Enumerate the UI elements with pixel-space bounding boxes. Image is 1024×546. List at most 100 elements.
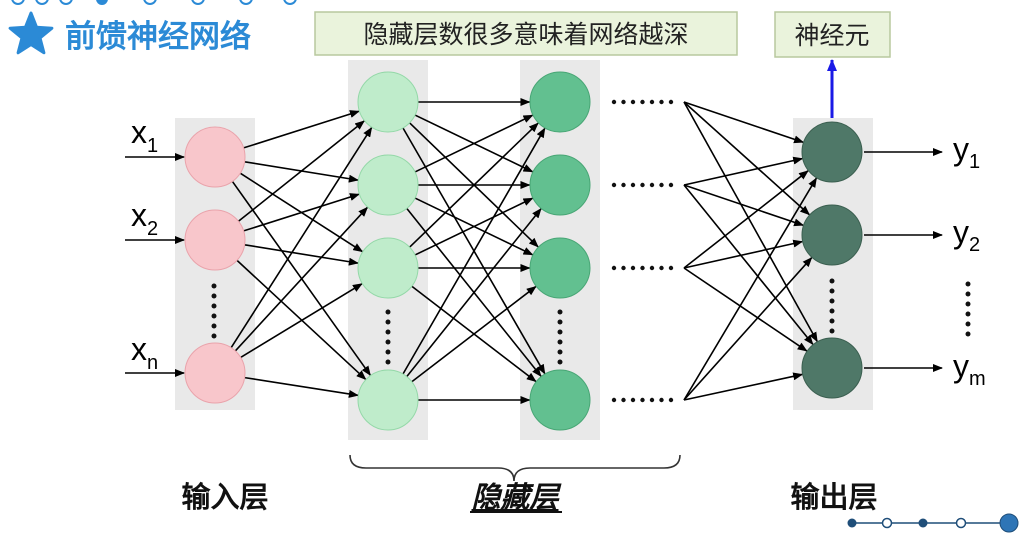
more-layers-ellipsis <box>611 99 674 403</box>
top-decoration-dot <box>191 0 205 5</box>
hidden-neuron <box>529 71 591 133</box>
ellipsis-dot <box>649 99 655 105</box>
ellipsis-dot <box>640 99 645 105</box>
connection-arrow <box>683 184 814 346</box>
ellipsis-dot <box>668 99 674 105</box>
connection-arrow <box>243 193 360 232</box>
footer-dot <box>955 517 967 529</box>
connection-arrow <box>406 208 542 378</box>
top-decoration-dot <box>35 0 49 5</box>
ellipsis-dot <box>659 99 664 105</box>
connection-arrow <box>230 126 373 349</box>
connection-arrow <box>243 110 360 149</box>
footer-logo-icon <box>999 513 1019 533</box>
top-decoration-dot <box>239 0 253 5</box>
vertical-ellipsis <box>829 278 835 334</box>
hidden-layer-2 <box>529 71 591 431</box>
connection-arrow <box>402 127 546 375</box>
top-decoration-dot <box>143 0 157 5</box>
input-layer <box>184 126 246 404</box>
ellipsis-dot <box>630 397 636 403</box>
ellipsis-dot <box>611 397 617 403</box>
hidden-neuron <box>529 237 591 299</box>
ellipsis-dot <box>649 265 655 271</box>
slide-footer-decoration <box>847 513 1019 533</box>
star-icon <box>8 11 54 55</box>
connection-arrow <box>683 184 805 227</box>
connection-arrow <box>240 283 363 359</box>
vertical-ellipsis <box>385 309 391 365</box>
connection-arrow <box>411 285 537 383</box>
vertical-ellipsis <box>211 283 217 339</box>
connection-arrow <box>683 177 818 401</box>
output-label: y2 <box>953 214 980 256</box>
ellipsis-dot <box>668 397 674 403</box>
connection-arrow <box>237 120 365 222</box>
connection-arrow <box>234 206 369 352</box>
ellipsis-dot <box>659 265 664 271</box>
connection-arrow <box>683 372 804 401</box>
input-neuron <box>184 342 246 404</box>
input-label: x1 <box>131 114 158 157</box>
ellipsis-dot <box>659 397 664 403</box>
footer-dot <box>918 518 928 528</box>
ellipsis-dot <box>640 182 645 188</box>
top-decoration-dot <box>11 0 25 5</box>
output-neuron <box>801 337 863 399</box>
connection-arrow <box>409 122 539 248</box>
connection-arrow <box>683 239 804 269</box>
hidden-neuron <box>357 237 419 299</box>
hidden-neuron <box>357 154 419 216</box>
ellipsis-dot <box>668 182 674 188</box>
connection-arrow <box>683 256 813 401</box>
page-title: 前馈神经网络 <box>65 19 251 55</box>
output-label: ym <box>953 348 986 390</box>
output-neuron <box>801 121 863 183</box>
top-decoration-dot <box>59 0 73 5</box>
connections <box>230 98 818 404</box>
input-label: xn <box>131 331 158 374</box>
connection-arrow <box>244 376 359 398</box>
connection-arrow <box>683 156 804 186</box>
ellipsis-dot <box>611 265 617 271</box>
hidden-depth-callout-box <box>314 11 738 56</box>
output-label: y1 <box>953 131 980 173</box>
ellipsis-dot <box>621 99 626 105</box>
input-neuron <box>184 209 246 271</box>
ellipsis-dot <box>668 265 674 271</box>
neuron-callout-box <box>774 11 891 58</box>
output-neuron <box>801 204 863 266</box>
hidden-neuron <box>357 369 419 431</box>
output-signals: y1 y2 ym <box>864 131 986 390</box>
top-decoration-dot <box>96 0 108 5</box>
connection-arrow <box>683 101 811 216</box>
connection-arrow <box>683 101 805 144</box>
hidden-neuron <box>529 369 591 431</box>
hidden-neuron <box>529 154 591 216</box>
connection-arrow <box>683 170 809 269</box>
top-decoration-dot <box>283 0 297 5</box>
input-signals: x1 x2 xn <box>125 114 185 377</box>
connection-arrow <box>244 244 359 266</box>
connection-arrow <box>414 197 534 256</box>
footer-dot <box>847 518 857 528</box>
ellipsis-dot <box>630 99 636 105</box>
input-layer-label: 输入层 <box>181 480 268 514</box>
ellipsis-dot <box>621 182 626 188</box>
top-decoration <box>11 0 297 5</box>
ellipsis-dot <box>611 182 617 188</box>
ellipsis-dot <box>649 182 655 188</box>
hidden-layer-label: 隐藏层 <box>471 480 562 514</box>
input-neuron <box>184 126 246 188</box>
ellipsis-dot <box>621 265 626 271</box>
connection-arrow <box>683 267 808 352</box>
ellipsis-dot <box>659 182 664 188</box>
connection-arrow <box>414 114 534 173</box>
ellipsis-dot <box>640 397 645 403</box>
hidden-layers-brace <box>349 454 681 482</box>
ellipsis-dot <box>630 182 636 188</box>
vertical-ellipsis <box>557 309 563 365</box>
footer-dot <box>881 517 893 529</box>
output-layer <box>801 121 863 399</box>
